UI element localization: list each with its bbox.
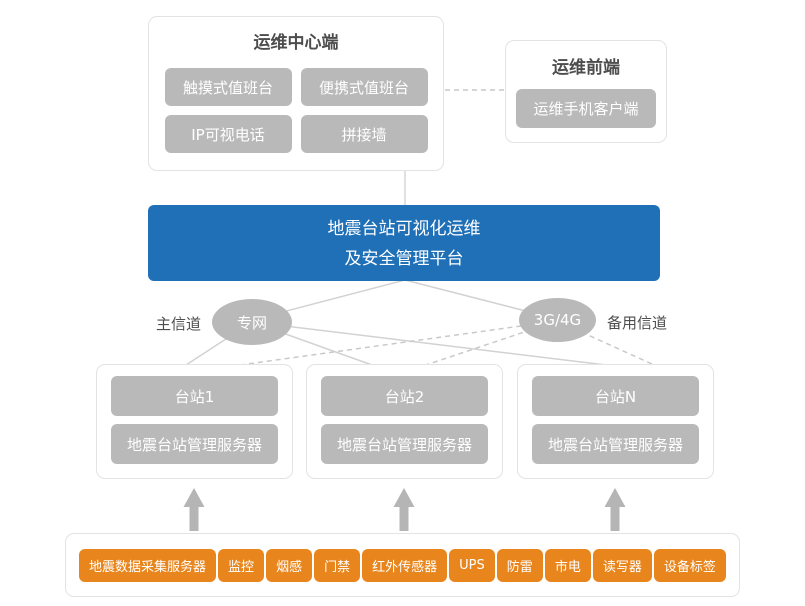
up-arrow-station1 — [183, 488, 205, 531]
station-n-panel: 台站N 地震台站管理服务器 — [517, 364, 714, 479]
backup-network-node: 3G/4G — [519, 298, 596, 342]
device-layer-panel: 地震数据采集服务器 监控 烟感 门禁 红外传感器 UPS 防雷 市电 读写器 设… — [65, 533, 740, 597]
ops-center-item-ip-videophone: IP可视电话 — [164, 115, 292, 153]
ops-front-mobile-client: 运维手机客户端 — [516, 89, 656, 128]
backup-channel-label: 备用信道 — [607, 314, 668, 332]
primary-stationN-link — [251, 321, 607, 366]
station-n-name: 台站N — [532, 376, 699, 416]
ops-front-panel: 运维前端 运维手机客户端 — [505, 40, 667, 143]
station-1-name: 台站1 — [111, 376, 278, 416]
primary-network-node: 专网 — [212, 299, 292, 345]
ops-center-panel: 运维中心端 触摸式值班台 便携式值班台 IP可视电话 拼接墙 — [148, 16, 444, 171]
ops-center-item-portable-console: 便携式值班台 — [300, 68, 428, 106]
ops-center-title: 运维中心端 — [253, 33, 339, 53]
platform-title-line2: 及安全管理平台 — [344, 249, 464, 269]
up-arrow-station2 — [393, 488, 415, 531]
device-asset-tag: 设备标签 — [653, 548, 726, 582]
up-arrow-stationN — [604, 488, 626, 531]
platform-title-line1: 地震台站可视化运维 — [327, 219, 481, 239]
ops-center-item-video-wall: 拼接墙 — [300, 115, 428, 153]
platform-banner: 地震台站可视化运维 及安全管理平台 — [148, 205, 660, 281]
ops-center-items: 触摸式值班台 便携式值班台 IP可视电话 拼接墙 — [149, 68, 443, 153]
station-n-server: 地震台站管理服务器 — [532, 424, 699, 464]
station-1-panel: 台站1 地震台站管理服务器 — [96, 364, 293, 479]
device-mains-power: 市电 — [544, 548, 591, 582]
device-access-control: 门禁 — [314, 548, 361, 582]
device-smoke-sensor: 烟感 — [266, 548, 313, 582]
device-infrared-sensor: 红外传感器 — [362, 548, 448, 582]
device-seismic-data-server: 地震数据采集服务器 — [79, 548, 217, 582]
station-2-name: 台站2 — [321, 376, 488, 416]
ops-center-item-touch-console: 触摸式值班台 — [164, 68, 292, 106]
station-2-server: 地震台站管理服务器 — [321, 424, 488, 464]
device-ups: UPS — [449, 548, 495, 582]
device-rfid-reader: 读写器 — [592, 548, 652, 582]
station-1-server: 地震台站管理服务器 — [111, 424, 278, 464]
device-surveillance: 监控 — [218, 548, 265, 582]
primary-channel-label: 主信道 — [156, 315, 202, 333]
device-lightning-protection: 防雷 — [496, 548, 543, 582]
ops-front-title: 运维前端 — [552, 58, 620, 78]
station-2-panel: 台站2 地震台站管理服务器 — [306, 364, 503, 479]
